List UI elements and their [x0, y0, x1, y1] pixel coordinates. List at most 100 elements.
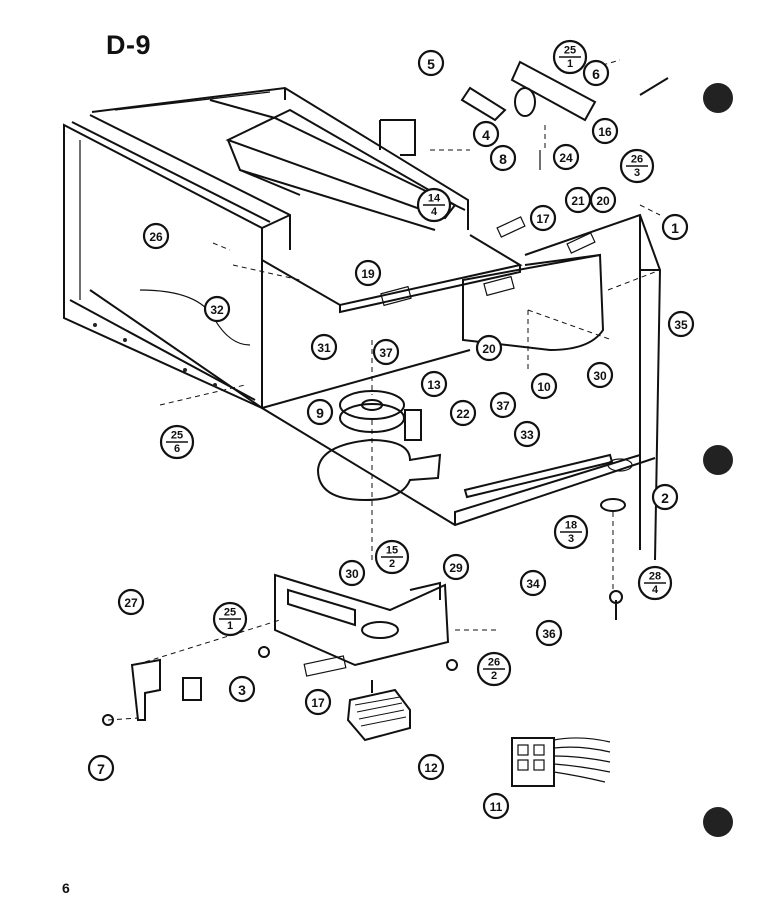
callout-28-4: 284 — [637, 565, 673, 601]
bracket-and-switch — [102, 498, 626, 726]
callout-label: 36 — [542, 627, 556, 641]
motor — [346, 680, 411, 742]
callout-label: 21 — [571, 194, 585, 208]
callout-label: 17 — [536, 212, 550, 226]
leader-lines — [159, 125, 661, 631]
callout-21: 21 — [564, 186, 592, 214]
callout-label: 33 — [520, 428, 534, 442]
callout-label: 12 — [424, 761, 438, 775]
callout-label: 8 — [499, 151, 507, 167]
callout-15-2: 152 — [374, 539, 410, 575]
callout-sublabel: 4 — [431, 206, 438, 218]
callout-label: 24 — [559, 151, 573, 165]
callout-17: 17 — [304, 688, 332, 716]
callout-12: 12 — [417, 753, 445, 781]
callout-25-1: 251 — [212, 601, 248, 637]
callout-sublabel: 3 — [634, 167, 640, 179]
callout-6: 6 — [582, 59, 610, 87]
callout-label: 13 — [427, 378, 441, 392]
callout-label: 35 — [674, 318, 688, 332]
callout-label: 26 — [631, 154, 643, 166]
callout-label: 34 — [526, 577, 540, 591]
callout-sublabel: 1 — [567, 58, 573, 70]
switch-assembly — [430, 59, 669, 170]
callout-label: 32 — [210, 303, 224, 317]
callout-label: 31 — [317, 341, 331, 355]
callout-label: 5 — [427, 56, 435, 72]
callout-label: 4 — [482, 127, 490, 143]
callout-label: 9 — [316, 405, 324, 421]
callout-label: 17 — [311, 696, 325, 710]
callout-label: 20 — [482, 342, 496, 356]
callout-32: 32 — [203, 295, 231, 323]
callout-label: 19 — [361, 267, 375, 281]
callout-label: 2 — [661, 490, 669, 506]
callout-sublabel: 6 — [174, 443, 180, 455]
callout-34: 34 — [519, 569, 547, 597]
callout-35: 35 — [667, 310, 695, 338]
callout-label: 20 — [596, 194, 610, 208]
diagram-title: D-9 — [106, 30, 152, 60]
callout-label: 15 — [386, 545, 398, 557]
callout-8: 8 — [489, 144, 517, 172]
callout-label: 30 — [593, 369, 607, 383]
motor-mount-plate — [274, 573, 450, 677]
callout-label: 28 — [649, 571, 661, 583]
callout-25-6: 256 — [159, 424, 195, 460]
callout-label: 29 — [449, 561, 463, 575]
callout-sublabel: 4 — [652, 584, 659, 596]
callout-sublabel: 2 — [389, 558, 395, 570]
callout-label: 37 — [496, 399, 510, 413]
callout-26-2: 262 — [476, 651, 512, 687]
callout-1: 1 — [661, 213, 689, 241]
callout-17: 17 — [529, 204, 557, 232]
callout-37: 37 — [372, 338, 400, 366]
wire-harness-connector — [511, 737, 611, 787]
callout-20: 20 — [475, 334, 503, 362]
callout-label: 37 — [379, 346, 393, 360]
callout-label: 1 — [671, 220, 679, 236]
callout-label: 22 — [456, 407, 470, 421]
callout-10: 10 — [530, 372, 558, 400]
callout-label: 16 — [598, 125, 612, 139]
callout-sublabel: 1 — [227, 620, 233, 632]
callout-13: 13 — [420, 370, 448, 398]
callout-2: 2 — [651, 483, 679, 511]
callout-20: 20 — [589, 186, 617, 214]
callout-label: 25 — [564, 45, 576, 57]
callout-label: 25 — [171, 430, 183, 442]
callout-label: 11 — [490, 800, 503, 814]
callout-19: 19 — [354, 259, 382, 287]
callout-label: 6 — [592, 66, 600, 82]
callout-7: 7 — [87, 754, 115, 782]
callout-label: 7 — [97, 761, 105, 777]
callout-26: 26 — [142, 222, 170, 250]
callout-label: 18 — [565, 520, 577, 532]
callout-30: 30 — [338, 559, 366, 587]
callout-sublabel: 3 — [568, 533, 574, 545]
fan-assembly — [316, 390, 442, 502]
callout-label: 30 — [345, 567, 359, 581]
callout-label: 27 — [124, 596, 138, 610]
callout-3: 3 — [228, 675, 256, 703]
callout-16: 16 — [591, 117, 619, 145]
callout-26-3: 263 — [619, 148, 655, 184]
callout-label: 25 — [224, 607, 236, 619]
callout-30: 30 — [586, 361, 614, 389]
callout-label: 14 — [428, 193, 441, 205]
callout-label: 26 — [488, 657, 500, 669]
callout-11: 11 — [482, 792, 510, 820]
callout-label: 26 — [149, 230, 163, 244]
callout-37: 37 — [489, 391, 517, 419]
callout-33: 33 — [513, 420, 541, 448]
callout-label: 10 — [537, 380, 551, 394]
callout-5: 5 — [417, 49, 445, 77]
binder-hole-top — [703, 83, 733, 113]
callout-9: 9 — [306, 398, 334, 426]
binder-hole-middle — [703, 445, 733, 475]
callout-27: 27 — [117, 588, 145, 616]
page-number: 6 — [62, 880, 70, 896]
callout-36: 36 — [535, 619, 563, 647]
callout-14-4: 144 — [416, 187, 452, 223]
